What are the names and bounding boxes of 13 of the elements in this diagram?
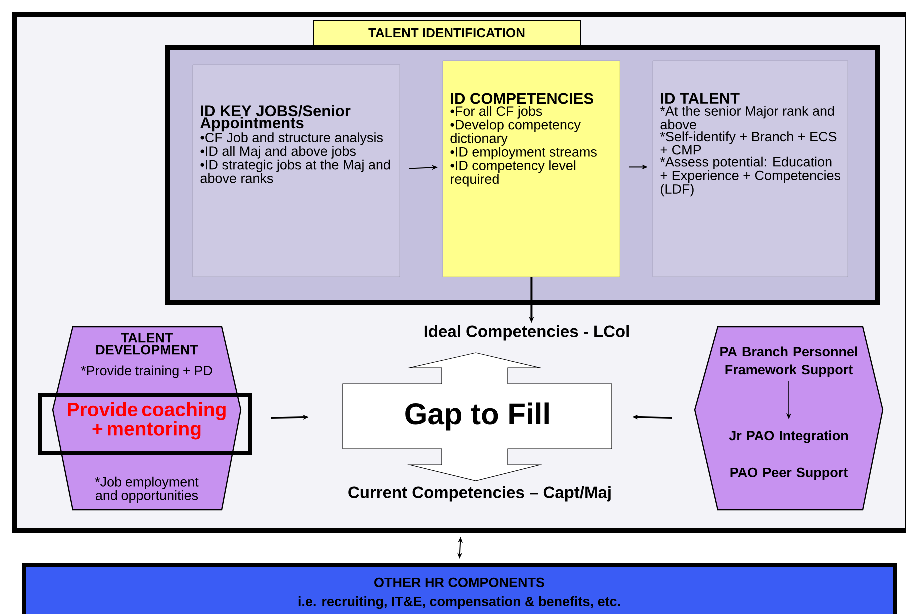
item-text: Jr PAO Integration xyxy=(729,430,848,444)
step-box: ID COMPETENCIES •For all CF jobs •Develop competency dictionary •ID employment streams •ID competency level required xyxy=(443,61,620,278)
item-text: PA Branch Personnel Framework Support xyxy=(720,346,858,378)
level-label: Current Competencies – Capt/Maj xyxy=(348,486,611,502)
level-label: Ideal Competencies - LCol xyxy=(424,325,629,341)
node-label: TALENT IDENTIFICATION xyxy=(368,28,525,38)
double-arrow-box: Gap to Fill xyxy=(342,352,612,482)
step-box: ID TALENT *At the senior Major rank and above *Self-identify + Branch + ECS + CMP *Assess potential: Education + Experience + Competencies (LDF) xyxy=(653,61,848,278)
hexagon: TALENT DEVELOPMENT *Provide training + PD Provide coaching + mentoring *Job employment and opportunities xyxy=(38,326,252,511)
item-text: PAO Peer Support xyxy=(730,468,848,480)
hexagon xyxy=(694,326,884,511)
component-bar: OTHER HR COMPONENTS i.e. recruiting, IT&E, compensation & benefits, etc. xyxy=(22,563,897,614)
step-box: ID KEY JOBS/Senior Appointments •CF Job and structure analysis •ID all Maj and above jobs •ID strategic jobs at the Maj and above ranks xyxy=(193,65,400,278)
